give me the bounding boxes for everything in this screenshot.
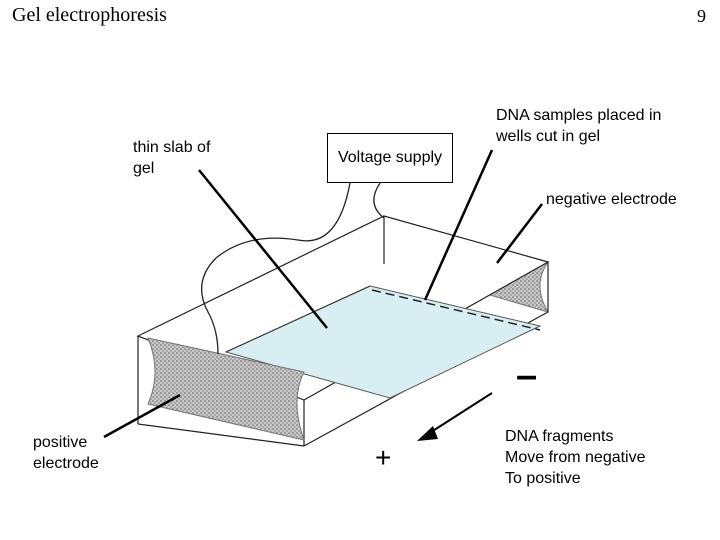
slide-title: Gel electrophoresis xyxy=(12,4,167,26)
sample-wells xyxy=(371,289,541,331)
label-dna-samples: DNA samples placed in wells cut in gel xyxy=(496,107,662,145)
plus-sign: + xyxy=(375,442,392,473)
pointer-thin-slab xyxy=(198,169,328,329)
pointer-negative-electrode xyxy=(496,203,543,264)
pointer-positive-electrode xyxy=(103,393,181,439)
label-negative-electrode: negative electrode xyxy=(546,191,677,208)
page-number: 9 xyxy=(697,6,706,26)
wire-right xyxy=(373,182,385,219)
gel-top-edge xyxy=(225,285,371,353)
migration-arrow xyxy=(417,392,493,441)
label-thin-slab: thin slab of gel xyxy=(133,139,211,177)
label-voltage-supply: Voltage supply xyxy=(337,149,443,166)
label-dna-fragments: DNA fragments Move from negative To posi… xyxy=(505,428,646,487)
minus-sign: – xyxy=(516,355,538,397)
wire-left xyxy=(200,182,351,355)
positive-electrode-plate xyxy=(147,337,305,441)
voltage-supply-box: Voltage supply xyxy=(327,133,453,183)
label-positive-electrode: positive electrode xyxy=(33,434,99,472)
pointer-dna-samples xyxy=(423,149,494,301)
